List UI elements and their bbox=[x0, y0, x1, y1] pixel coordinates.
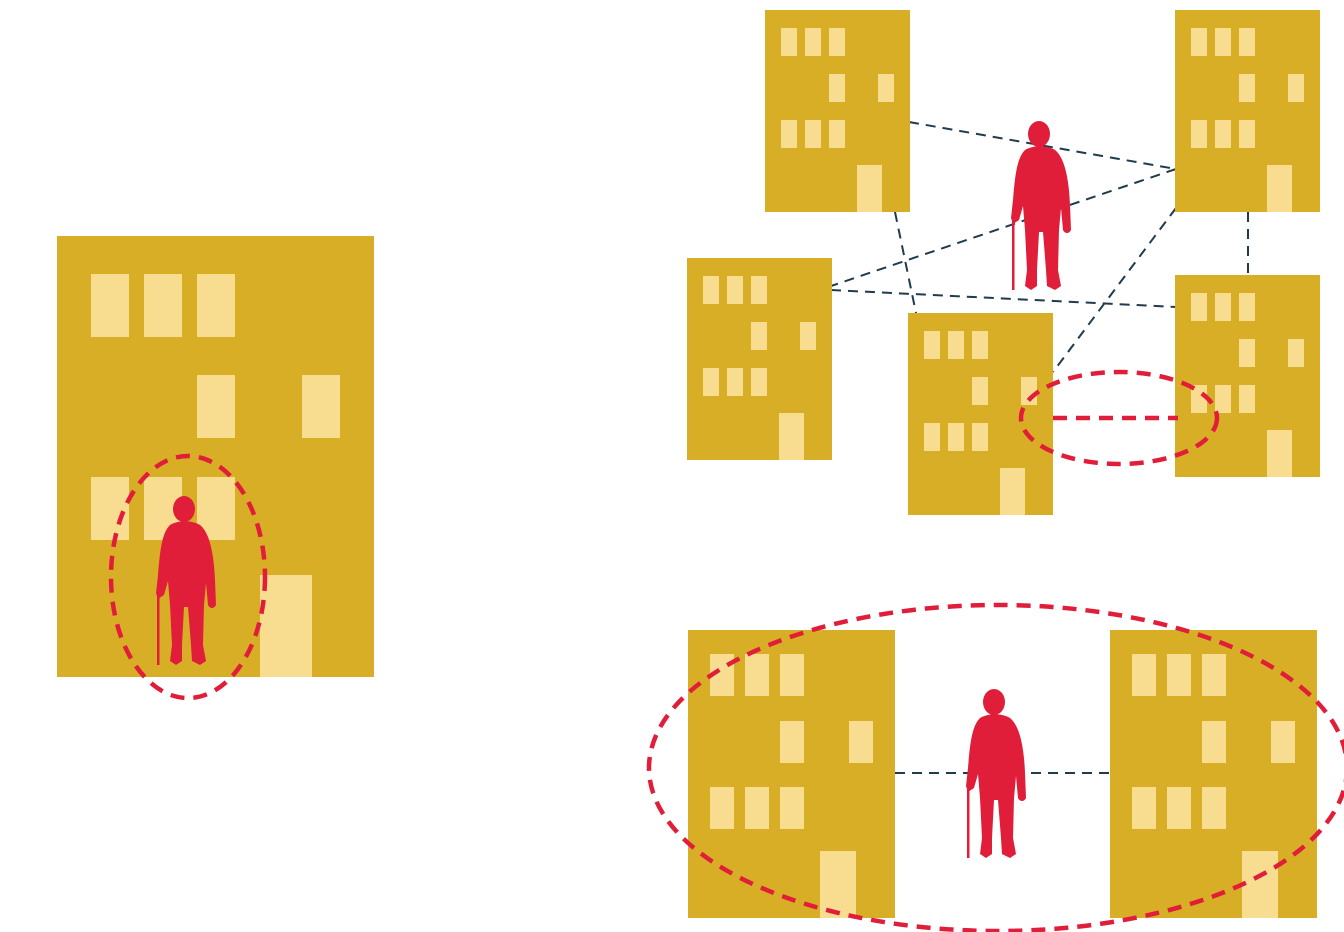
window bbox=[751, 276, 767, 304]
window bbox=[1239, 293, 1255, 321]
window bbox=[703, 276, 719, 304]
window bbox=[1167, 787, 1191, 829]
window bbox=[727, 276, 743, 304]
window bbox=[1215, 120, 1231, 148]
window bbox=[1242, 851, 1278, 918]
building bbox=[908, 313, 1053, 515]
building-network-panel bbox=[687, 10, 1320, 515]
window bbox=[781, 28, 797, 56]
window bbox=[745, 654, 769, 696]
single-building-panel bbox=[57, 236, 374, 698]
window bbox=[1239, 74, 1255, 102]
window bbox=[1267, 430, 1292, 477]
window bbox=[780, 654, 804, 696]
building bbox=[765, 10, 910, 212]
window bbox=[91, 477, 129, 540]
window bbox=[972, 331, 988, 359]
window bbox=[948, 331, 964, 359]
window bbox=[857, 165, 882, 212]
window bbox=[800, 322, 816, 350]
window bbox=[820, 851, 856, 918]
window bbox=[751, 322, 767, 350]
window bbox=[91, 274, 129, 337]
window bbox=[805, 28, 821, 56]
window bbox=[710, 787, 734, 829]
window bbox=[924, 423, 940, 451]
window bbox=[1239, 339, 1255, 367]
window bbox=[1132, 654, 1156, 696]
elderly-person-with-cane-icon bbox=[1011, 121, 1071, 290]
window bbox=[780, 721, 804, 763]
door bbox=[260, 575, 312, 677]
window bbox=[878, 74, 894, 102]
window bbox=[924, 331, 940, 359]
window bbox=[1132, 787, 1156, 829]
window bbox=[1191, 293, 1207, 321]
window bbox=[829, 74, 845, 102]
window bbox=[1271, 721, 1295, 763]
window bbox=[849, 721, 873, 763]
network-link bbox=[831, 290, 1176, 307]
building bbox=[688, 630, 895, 918]
window bbox=[1239, 385, 1255, 413]
window bbox=[829, 28, 845, 56]
window bbox=[703, 368, 719, 396]
window bbox=[1288, 339, 1304, 367]
window bbox=[1000, 468, 1025, 515]
window bbox=[779, 413, 804, 460]
window bbox=[1021, 377, 1037, 405]
window bbox=[1215, 385, 1231, 413]
window bbox=[727, 368, 743, 396]
window bbox=[1202, 654, 1226, 696]
window bbox=[1267, 165, 1292, 212]
window bbox=[197, 274, 235, 337]
two-buildings-panel bbox=[649, 605, 1344, 931]
network-link bbox=[1053, 208, 1176, 372]
window bbox=[751, 368, 767, 396]
window bbox=[972, 423, 988, 451]
window bbox=[1288, 74, 1304, 102]
window bbox=[780, 787, 804, 829]
window bbox=[1167, 654, 1191, 696]
building bbox=[1175, 10, 1320, 212]
elderly-person-with-cane-icon bbox=[966, 689, 1026, 858]
window bbox=[829, 120, 845, 148]
window bbox=[1239, 120, 1255, 148]
window bbox=[1215, 28, 1231, 56]
window bbox=[972, 377, 988, 405]
window bbox=[302, 375, 340, 438]
window bbox=[1215, 293, 1231, 321]
window bbox=[1191, 120, 1207, 148]
window bbox=[948, 423, 964, 451]
window bbox=[805, 120, 821, 148]
building bbox=[57, 236, 374, 677]
window bbox=[1202, 787, 1226, 829]
window bbox=[197, 375, 235, 438]
window bbox=[144, 274, 182, 337]
window bbox=[1202, 721, 1226, 763]
building bbox=[687, 258, 832, 460]
window bbox=[1239, 28, 1255, 56]
window bbox=[745, 787, 769, 829]
window bbox=[1191, 28, 1207, 56]
window bbox=[781, 120, 797, 148]
